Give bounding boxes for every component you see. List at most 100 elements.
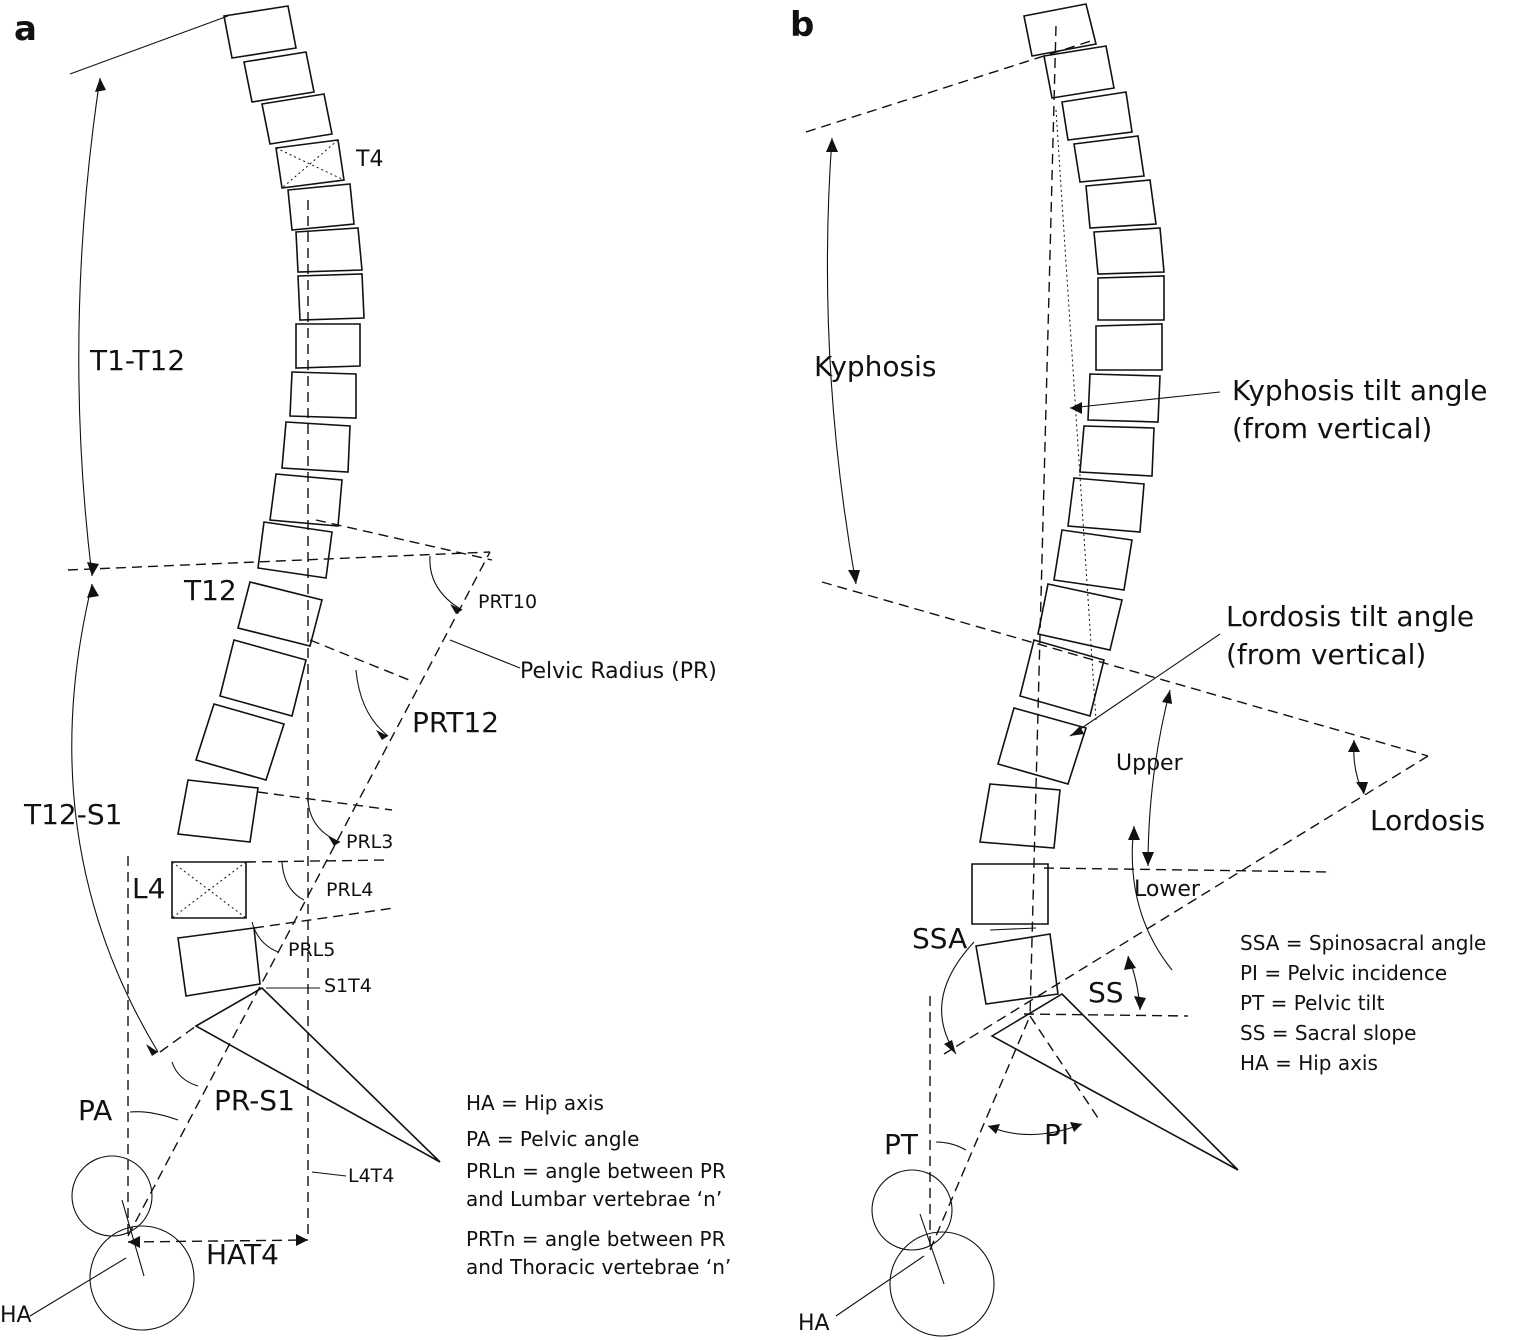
vertebra-t1: [223, 5, 297, 59]
arrowhead: [296, 1234, 308, 1246]
vertebra: [297, 273, 365, 321]
prl3-arc: [307, 799, 341, 843]
t10-line: [315, 519, 493, 561]
arrowhead: [848, 570, 860, 584]
label-prt10: PRT10: [478, 591, 537, 613]
vertebra-l2: [194, 703, 286, 781]
ha-leader-a: [29, 1257, 127, 1317]
sacral-horizontal-line: [1023, 1013, 1189, 1017]
sacrum: [194, 987, 441, 1163]
lordosis-lower-line: [943, 755, 1429, 1055]
arrowhead: [1142, 852, 1154, 866]
vertebra-l5: [177, 927, 261, 997]
vertebra: [1043, 45, 1115, 99]
pelvic-radius-line: [127, 551, 491, 1237]
legend-line: PA = Pelvic angle: [466, 1127, 639, 1151]
arrowhead: [1348, 740, 1360, 752]
vertebra: [1019, 639, 1105, 717]
legend-line: HA = Hip axis: [1240, 1051, 1378, 1075]
ssa-leader: [989, 927, 1037, 931]
t12-lower-line: [309, 639, 415, 683]
label-t1-t12: T1-T12: [89, 344, 185, 377]
vertebra: [1037, 583, 1123, 651]
vertebra: [269, 473, 343, 527]
vertebra: [295, 227, 363, 273]
femoral-head-large: [89, 1225, 195, 1331]
label-lower: Lower: [1134, 877, 1201, 902]
label-t4: T4: [355, 147, 383, 172]
arrowhead: [128, 1236, 140, 1248]
panel-b-vertebrae: [971, 3, 1165, 1005]
prl4-arc: [281, 861, 305, 901]
vertebra: [997, 707, 1088, 785]
panel-b: b: [790, 3, 1488, 1337]
pelvic-radius-leader: [449, 639, 521, 669]
label-pt: PT: [884, 1128, 919, 1161]
legend-line: PRLn = angle between PR: [466, 1159, 726, 1183]
legend-line: SS = Sacral slope: [1240, 1021, 1416, 1045]
label-ssa: SSA: [912, 922, 967, 955]
arrowhead: [944, 1040, 956, 1054]
vertebra-t11: [257, 521, 333, 579]
vertebra: [281, 421, 351, 473]
panel-b-label: b: [790, 5, 814, 45]
label-t12: T12: [183, 574, 237, 607]
legend-line: HA = Hip axis: [466, 1091, 604, 1115]
vertebra: [1093, 227, 1165, 275]
arrowhead: [1070, 726, 1084, 736]
label-lordosis: Lordosis: [1370, 804, 1485, 837]
l3-line: [257, 791, 393, 811]
label-upper: Upper: [1116, 751, 1184, 776]
lower-lordosis-arc: [1131, 825, 1173, 971]
panel-a-legend: HA = Hip axis PA = Pelvic angle PRLn = a…: [466, 1091, 731, 1279]
prl5-arc: [251, 921, 279, 953]
vertebra: [979, 783, 1061, 849]
vertebra: [971, 863, 1049, 925]
vertebra: [975, 933, 1059, 1005]
upper-lordosis-arc: [1147, 689, 1171, 867]
vertebra: [287, 183, 355, 231]
t1-t12-arc: [78, 77, 101, 577]
label-l4t4: L4T4: [348, 1165, 394, 1187]
hip-axis-line: [121, 1199, 145, 1277]
label-ha-b: HA: [798, 1311, 830, 1336]
legend-line: PT = Pelvic tilt: [1240, 991, 1385, 1015]
pa-arc: [129, 1111, 179, 1121]
label-prl3: PRL3: [346, 831, 393, 853]
vertebra-l1: [219, 639, 307, 717]
kyphosis-arc: [826, 137, 857, 585]
label-ss: SS: [1088, 976, 1124, 1009]
vertebra-l3: [177, 779, 259, 843]
arrowhead: [87, 562, 99, 576]
kyphosis-tilt-line: [1029, 25, 1057, 1017]
femoral-head-small: [71, 1155, 153, 1237]
vertebra-t12: [237, 581, 323, 647]
arrowhead: [1128, 826, 1140, 840]
label-prt12: PRT12: [412, 706, 499, 739]
vertebra: [1097, 275, 1165, 321]
pt-arc: [935, 1141, 967, 1151]
hip-axis-line: [919, 1213, 945, 1285]
arrowhead: [1134, 996, 1146, 1010]
kyphosis-tilt-dotted: [1055, 109, 1097, 721]
vertebra: [1061, 91, 1133, 141]
arrowhead: [988, 1124, 1000, 1134]
panel-a-vertebrae: [171, 5, 365, 997]
sacrum: [990, 992, 1239, 1171]
t1-endplate-line: [69, 15, 229, 75]
vertebra: [1053, 529, 1133, 591]
vertebra: [1095, 323, 1163, 371]
arrowhead: [1356, 782, 1368, 794]
ssa-arc: [941, 941, 975, 1055]
arrowhead: [376, 730, 388, 740]
pr-s1-arc: [171, 1061, 199, 1087]
label-prl4: PRL4: [326, 879, 373, 901]
ha-leader-b: [835, 1255, 925, 1317]
vertebra: [1067, 477, 1145, 533]
legend-line: PRTn = angle between PR: [466, 1227, 726, 1251]
arrowhead: [826, 138, 838, 152]
vertebra: [289, 371, 357, 419]
arrowhead: [450, 604, 462, 614]
vertebra: [243, 51, 315, 103]
